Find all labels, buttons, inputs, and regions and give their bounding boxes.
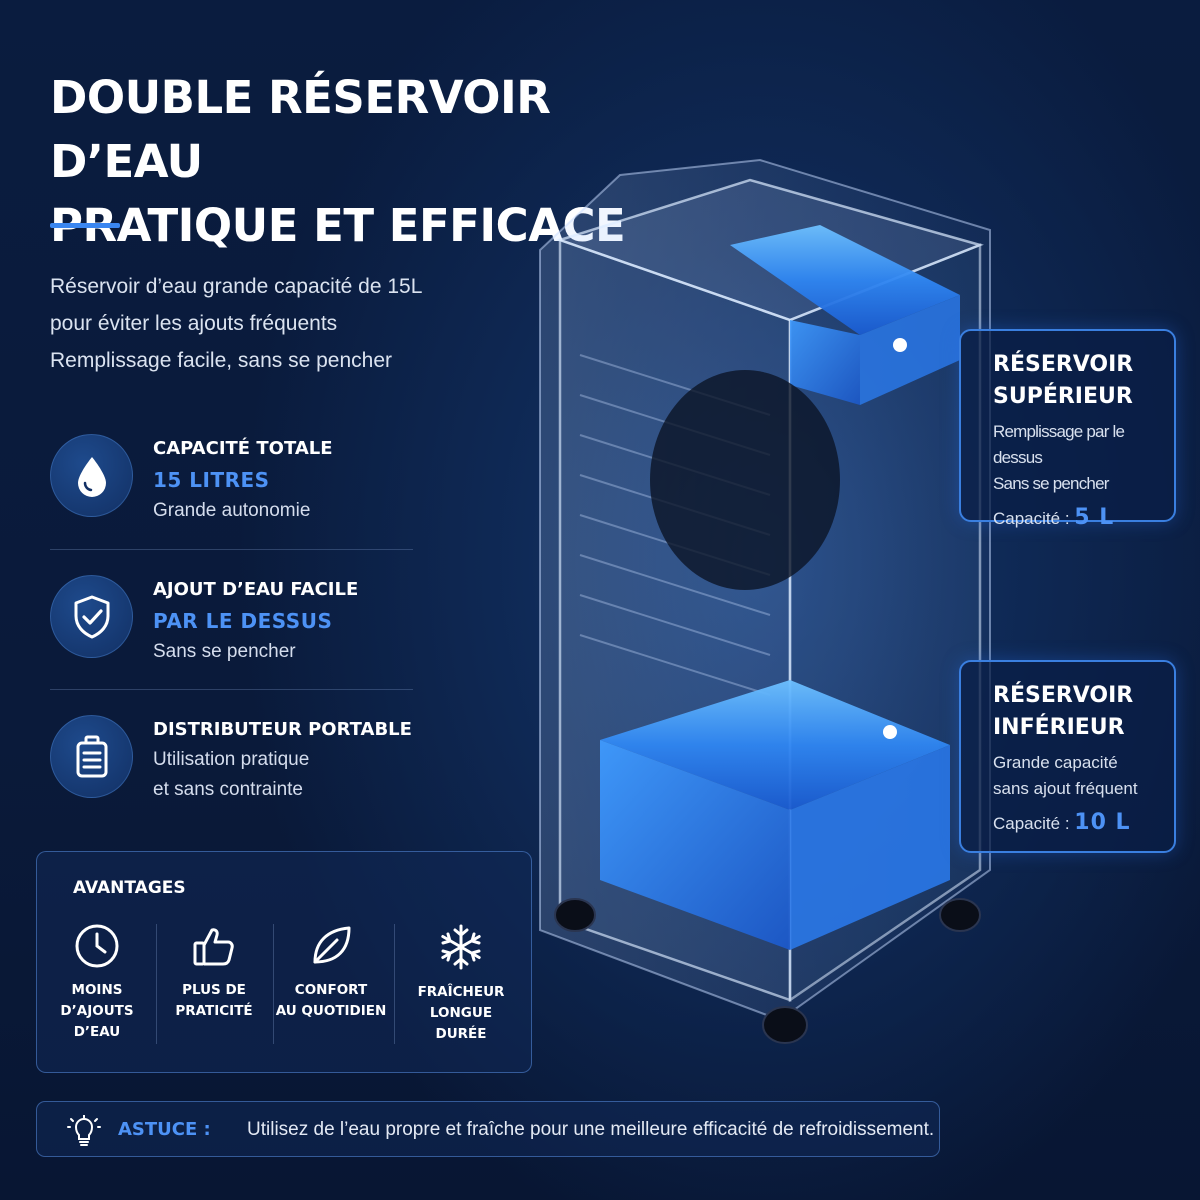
advantage-practicality: PLUS DE PRATICITÉ [156,922,272,1046]
feature-sub: Grande autonomie [153,500,311,521]
tip-text: Utilisez de l’eau propre et fraîche pour… [247,1119,935,1140]
callout-sub: Remplissage par le dessus [993,422,1125,467]
tip-bar: ASTUCE : Utilisez de l’eau propre et fra… [36,1101,940,1157]
advantage-less-refill: MOINS D’AJOUTS D’EAU [39,922,155,1046]
advantages-panel: AVANTAGES MOINS D’AJOUTS D’EAU PLUS DE P… [36,851,532,1073]
advantage-comfort: CONFORT AU QUOTIDIEN [273,922,389,1046]
page-title: DOUBLE RÉSERVOIR D’EAU PRATIQUE ET EFFIC… [50,66,690,258]
callout-title: SUPÉRIEUR [993,384,1133,409]
advantage-label: MOINS [71,982,123,998]
feature-heading: DISTRIBUTEUR PORTABLE [153,719,412,740]
callout-title: RÉSERVOIR [993,352,1134,377]
callout-upper-reservoir: RÉSERVOIR SUPÉRIEUR Remplissage par le d… [959,329,1176,530]
shield-check-icon [50,575,133,658]
advantage-label: PLUS DE [182,982,246,998]
upper-water-side [860,295,960,405]
feature-sub: et sans contrainte [153,779,303,800]
feature-portable: DISTRIBUTEUR PORTABLE Utilisation pratiq… [50,715,413,825]
advantage-freshness: FRAÎCHEUR LONGUE DURÉE [403,922,519,1046]
capacity-label: Capacité : [993,509,1070,528]
snowflake-icon [441,924,481,970]
wheels [554,898,981,1044]
intro-line-2: pour éviter les ajouts fréquents [50,312,338,335]
lower-marker [883,725,897,739]
feature-heading: CAPACITÉ TOTALE [153,438,333,459]
callout-title: RÉSERVOIR [993,683,1134,708]
capacity-value: 5 L [1074,505,1115,530]
leaf-icon [313,926,351,964]
callout-title: INFÉRIEUR [993,715,1125,740]
feature-sub: Sans se pencher [153,641,296,662]
upper-marker [893,338,907,352]
feature-highlight: PAR LE DESSUS [153,609,333,633]
feature-easy-fill: AJOUT D’EAU FACILE PAR LE DESSUS Sans se… [50,575,413,685]
lower-water-side [790,745,950,950]
advantage-label: D’EAU [73,1024,121,1040]
upper-water-top [730,225,960,335]
callout-sub: sans ajout fréquent [993,779,1138,798]
advantage-label: LONGUE DURÉE [429,1005,493,1042]
divider [156,924,157,1044]
capacity-value: 10 L [1074,810,1131,835]
lower-water-top [600,680,950,810]
intro-line-3: Remplissage facile, sans se pencher [50,349,393,372]
upper-water-front [790,320,860,405]
feature-sub: Utilisation pratique [153,749,310,770]
tip-label: ASTUCE : [118,1119,211,1140]
thumbs-up-icon [193,928,234,966]
title-line-1: DOUBLE RÉSERVOIR D’EAU [50,71,551,188]
fan-motor [650,370,840,590]
lower-water-front [600,740,790,950]
lightbulb-icon [67,1115,101,1146]
water-tank-icon [50,715,133,798]
water-drop-icon [50,434,133,517]
callout-lower-reservoir: RÉSERVOIR INFÉRIEUR Grande capacité sans… [959,660,1176,853]
divider [273,924,274,1044]
feature-highlight: 15 LITRES [153,468,270,492]
clock-icon [75,924,119,968]
product-illustration [539,158,991,1044]
feature-heading: AJOUT D’EAU FACILE [153,579,359,600]
advantage-label: AU QUOTIDIEN [275,1003,387,1019]
intro-text: Réservoir d’eau grande capacité de 15L p… [50,268,510,379]
advantage-label: FRAÎCHEUR [417,984,505,1000]
feature-total-capacity: CAPACITÉ TOTALE 15 LITRES Grande autonom… [50,434,413,544]
intro-line-1: Réservoir d’eau grande capacité de 15L [50,275,423,298]
title-accent-bar [50,223,120,228]
advantage-label: PRATICITÉ [175,1003,253,1019]
capacity-label: Capacité : [993,814,1070,833]
title-line-2: PRATIQUE ET EFFICACE [50,199,626,252]
advantages-title: AVANTAGES [73,878,186,898]
advantage-label: D’AJOUTS [60,1003,134,1019]
divider [50,689,413,690]
callout-sub: Sans se pencher [993,474,1109,493]
advantage-label: CONFORT [294,982,368,998]
callout-sub: Grande capacité [993,753,1118,772]
divider [50,549,413,550]
divider [394,924,395,1044]
